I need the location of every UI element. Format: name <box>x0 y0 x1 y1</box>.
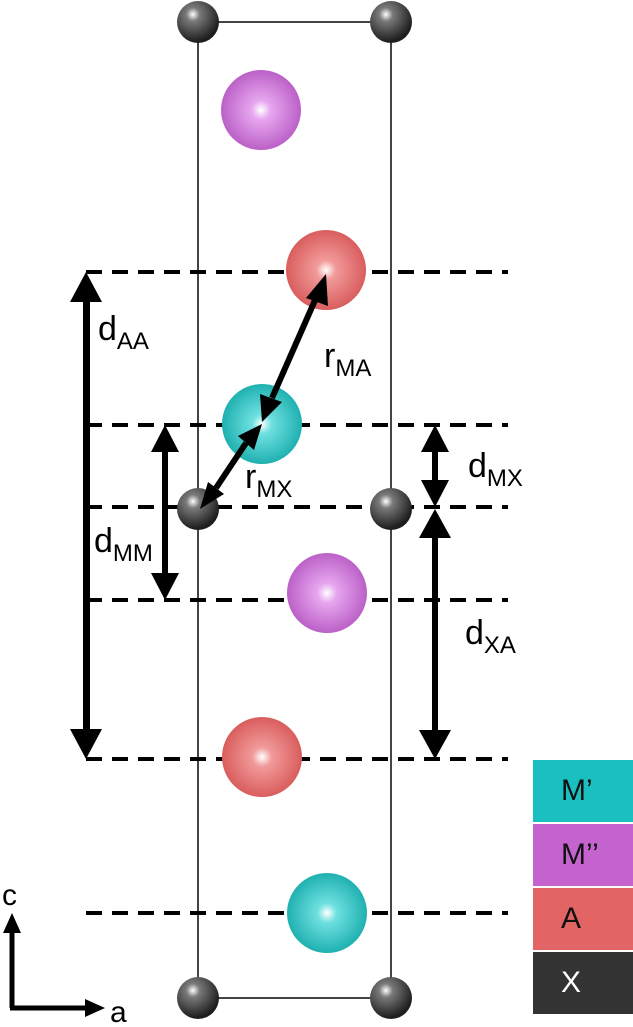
axis-indicator: c a <box>2 879 127 1027</box>
legend-label: A <box>561 902 582 935</box>
label-d-mx: dMX <box>468 447 523 492</box>
arrow-r-ma <box>260 274 328 422</box>
arrow-r-mx <box>200 424 262 509</box>
atoms <box>177 1 412 1019</box>
atom-m-prime <box>287 873 367 953</box>
legend-label: M’ <box>561 774 593 807</box>
label-d-aa: dAA <box>98 310 149 355</box>
arrows <box>70 272 451 759</box>
axis-a-arrowhead <box>85 999 105 1017</box>
arrow-d-mm <box>151 425 179 600</box>
label-r-ma: rMA <box>324 337 371 382</box>
atom-x <box>370 488 412 530</box>
label-r-mx: rMX <box>245 458 292 503</box>
legend-item-m-double-prime: M’’ <box>533 824 633 886</box>
legend-item-x: X <box>533 952 633 1014</box>
arrow-d-xa <box>419 509 451 759</box>
arrow-d-mx <box>421 425 449 507</box>
arrow-d-aa <box>70 272 102 759</box>
legend-item-m-prime: M’ <box>533 760 633 822</box>
atom-m-double-prime <box>287 553 367 633</box>
atom-x <box>177 977 219 1019</box>
label-d-mm: dMM <box>94 522 153 567</box>
atom-x <box>370 1 412 43</box>
legend-item-a: A <box>533 888 633 950</box>
axis-c-label: c <box>2 879 17 912</box>
atom-a <box>222 717 302 797</box>
legend-label: M’’ <box>561 838 599 871</box>
axis-c-arrowhead <box>3 913 21 933</box>
atom-a <box>286 230 366 310</box>
legend: M’ M’’ A X <box>533 760 633 1016</box>
legend-label: X <box>561 966 582 999</box>
dimension-labels: dAA rMA rMX dMX dMM dXA <box>94 310 523 659</box>
label-d-xa: dXA <box>465 614 516 659</box>
unit-cell-outline <box>197 21 392 999</box>
axis-a-label: a <box>110 996 127 1027</box>
atom-m-double-prime <box>221 70 301 150</box>
atom-x <box>177 1 219 43</box>
atom-x <box>370 977 412 1019</box>
